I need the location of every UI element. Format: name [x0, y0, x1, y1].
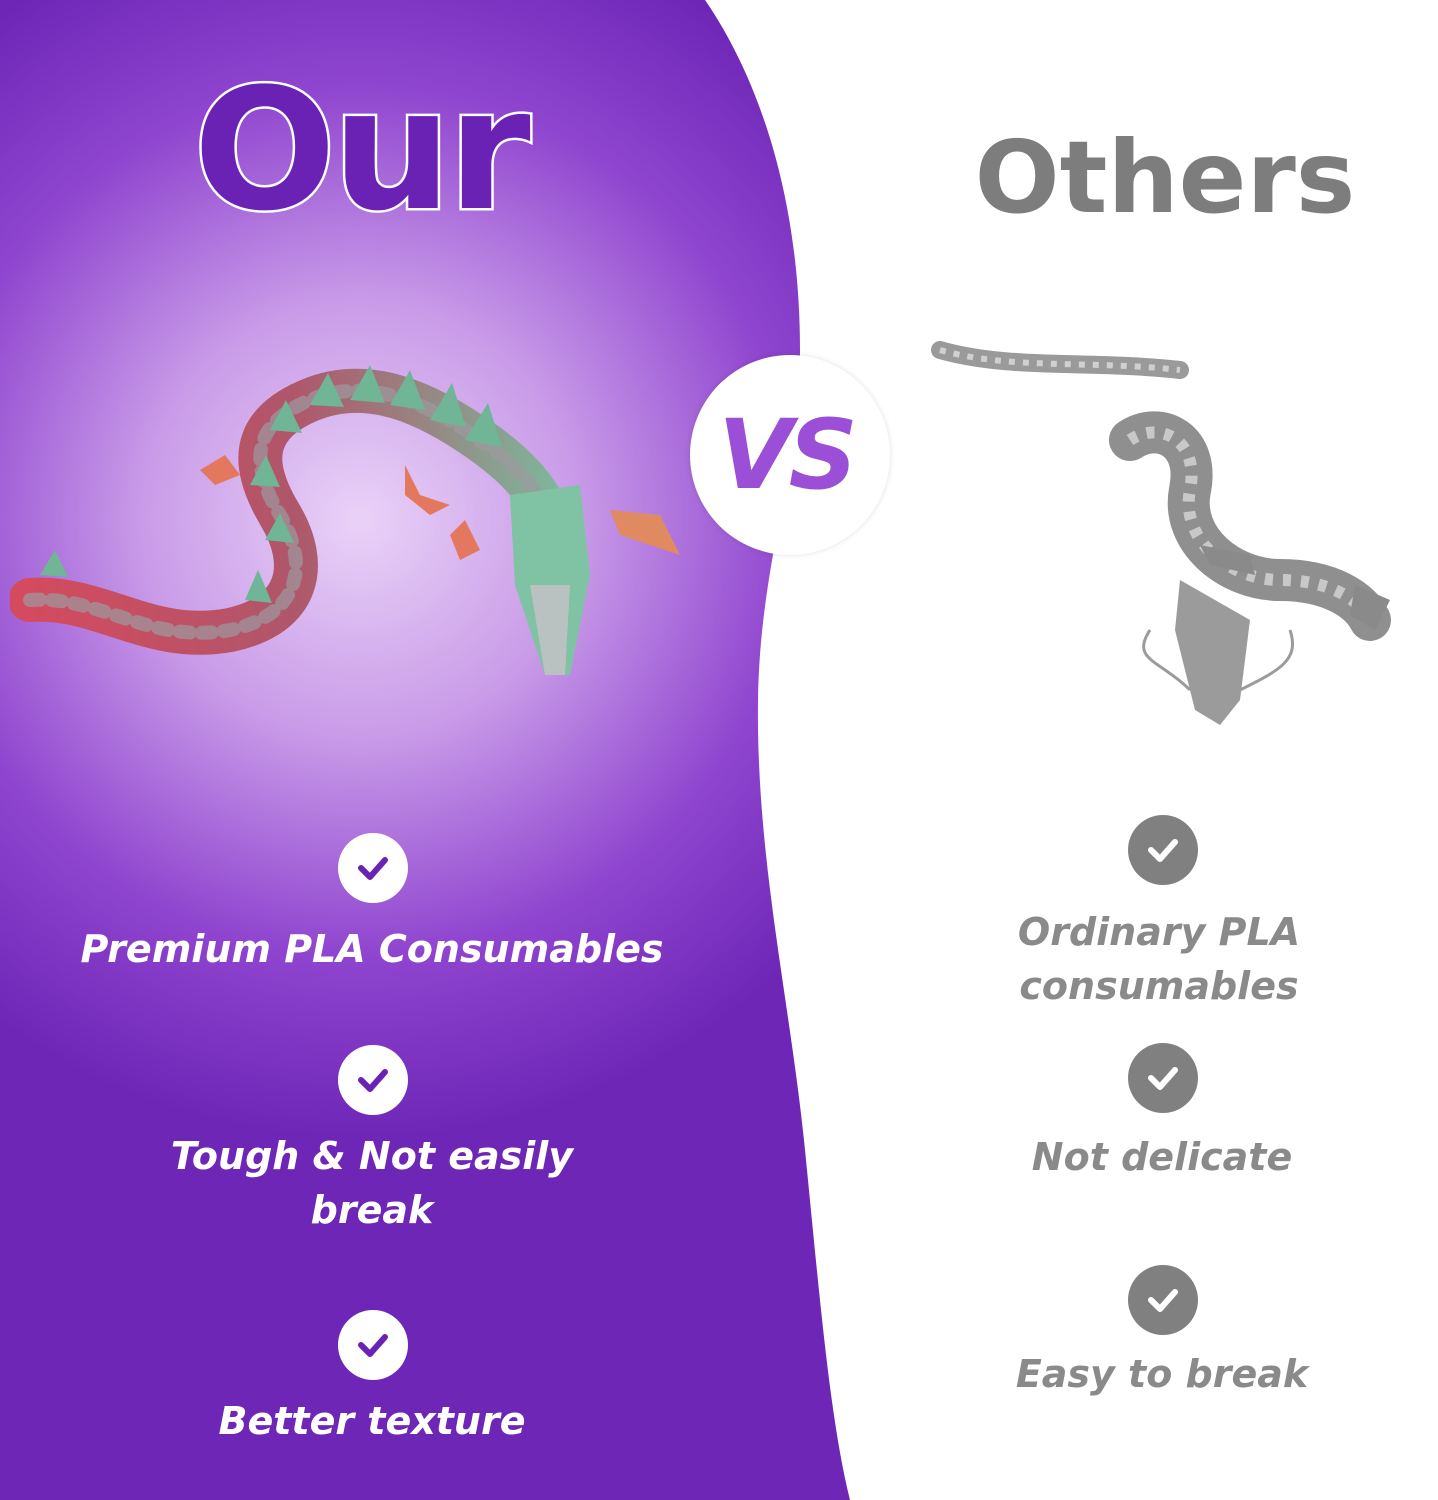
our-title: Our [191, 52, 533, 248]
feature-not-delicate: Not delicate [1031, 1135, 1293, 1179]
others-title: Others [974, 119, 1356, 236]
vs-badge: VS [690, 355, 890, 555]
check-circle-icon [1128, 815, 1198, 885]
check-circle-icon [338, 1045, 408, 1115]
feature-better-texture: Better texture [218, 1399, 526, 1443]
feature-easy-to-break: Easy to break [1015, 1352, 1309, 1396]
feature-tough-line1: Tough & Not easily [170, 1134, 574, 1178]
check-circle-icon [1128, 1043, 1198, 1113]
feature-ordinary-pla: Ordinary PLA consumables [1017, 910, 1301, 1008]
gray-dragon-image [931, 341, 1391, 725]
check-circle-icon [338, 833, 408, 903]
feature-tough-line2: break [310, 1188, 434, 1232]
feature-premium-pla: Premium PLA Consumables [80, 927, 664, 971]
vs-label: VS [718, 399, 857, 511]
check-circle-icon [1128, 1265, 1198, 1335]
check-circle-icon [338, 1310, 408, 1380]
colorful-dragon-image [10, 365, 680, 675]
